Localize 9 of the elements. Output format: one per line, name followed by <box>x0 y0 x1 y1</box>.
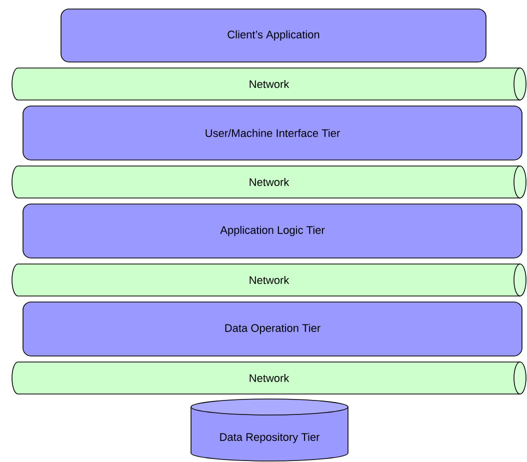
network-pipe: Network <box>12 166 526 198</box>
database-cylinder: Data Repository Tier <box>190 398 348 462</box>
network-pipe: Network <box>12 264 526 296</box>
network-pipe: Network <box>12 362 526 394</box>
tier-box: Application Logic Tier <box>22 204 522 258</box>
tier-box: Data Operation Tier <box>22 302 522 356</box>
tier-box: Client’s Application <box>60 8 486 62</box>
tier-box: User/Machine Interface Tier <box>22 106 522 160</box>
network-pipe: Network <box>12 68 526 100</box>
